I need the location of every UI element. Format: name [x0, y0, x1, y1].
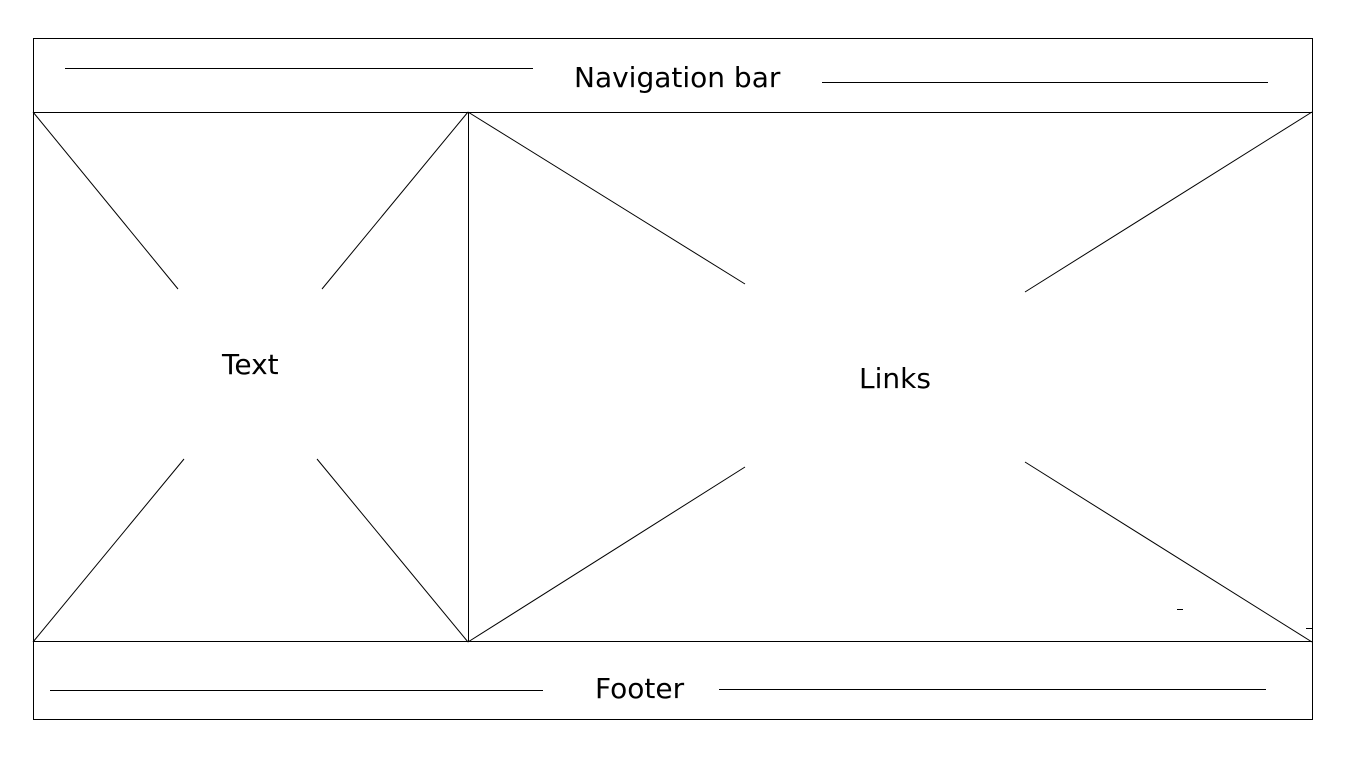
links-panel-diagonal-top-left [467, 111, 746, 285]
footer-region: Footer [33, 641, 1312, 705]
navigation-bar-region: Navigation bar [33, 61, 1312, 113]
links-panel-diagonal-bottom-right [1024, 461, 1313, 643]
outer-frame [33, 38, 1313, 720]
text-panel-diagonal-top-right [321, 111, 469, 290]
text-panel-diagonal-top-left [32, 111, 179, 290]
links-panel-diagonal-bottom-left [467, 466, 746, 643]
links-panel-label: Links [859, 362, 931, 395]
text-panel: Text [32, 111, 469, 643]
links-panel-diagonal-top-right [1024, 111, 1313, 293]
text-panel-diagonal-bottom-right [316, 458, 469, 643]
footer-label: Footer [595, 672, 685, 705]
links-panel: Links [467, 111, 1313, 643]
navigation-bar-label: Navigation bar [574, 61, 781, 94]
text-panel-label: Text [221, 348, 279, 381]
text-panel-diagonal-bottom-left [32, 458, 185, 643]
